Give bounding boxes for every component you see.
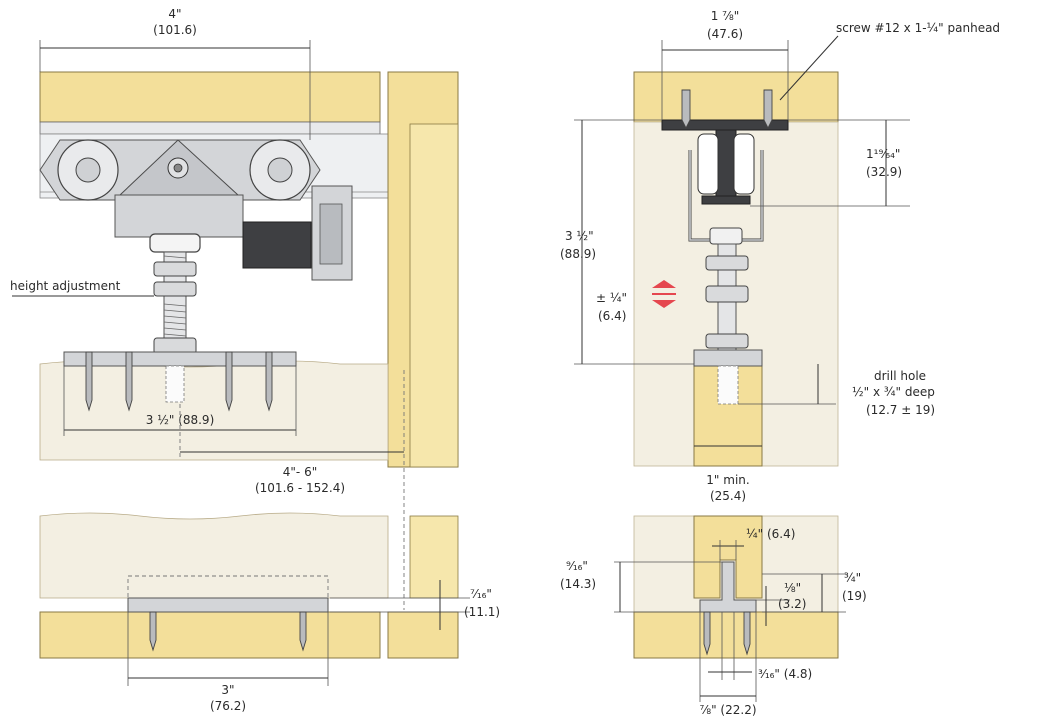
door-bottom-panel bbox=[39, 512, 389, 599]
floor-guide bbox=[127, 597, 329, 613]
side-wheel-right bbox=[733, 133, 755, 195]
top-nut bbox=[149, 233, 201, 253]
stem-width-label: ³⁄₁₆" (4.8) bbox=[758, 667, 812, 681]
adjust-down-arrow bbox=[652, 300, 676, 308]
side-mount-plate bbox=[693, 349, 763, 367]
adjust-range-in: ± ¼" bbox=[596, 291, 627, 305]
offset-in: 4"- 6" bbox=[283, 465, 317, 479]
height-adjustment-label: height adjustment bbox=[10, 279, 121, 293]
slot-width-label: ¼" (6.4) bbox=[746, 527, 795, 541]
top-width-in: 4" bbox=[168, 7, 181, 21]
screw-spec-label: screw #12 x 1-¼" panhead bbox=[836, 21, 1000, 35]
side-floor-board bbox=[633, 611, 839, 659]
bumper-block bbox=[242, 221, 312, 269]
recess-in: ⁷⁄₁₆" bbox=[470, 587, 492, 601]
track-height-mm: (32.9) bbox=[866, 165, 902, 179]
drill-hole-label-2: ½" x ¾" deep bbox=[852, 385, 935, 399]
flange-mm: (3.2) bbox=[778, 597, 806, 611]
floor-board bbox=[39, 611, 381, 659]
side-view: 1 ⅞" (47.6) screw #12 x 1-¼" panhead 1¹⁹… bbox=[560, 9, 1000, 717]
guide-height-mm: (14.3) bbox=[560, 577, 596, 591]
min-door-mm: (25.4) bbox=[710, 489, 746, 503]
base-width-label: ⅞" (22.2) bbox=[699, 703, 756, 717]
adjust-nut bbox=[153, 281, 197, 297]
track-rail-top bbox=[39, 121, 381, 135]
groove-depth-in: ¾" bbox=[844, 571, 861, 585]
min-door-in: 1" min. bbox=[706, 473, 749, 487]
track-height-in: 1¹⁹⁄₆₄" bbox=[866, 147, 900, 161]
side-wheel-left bbox=[697, 133, 719, 195]
track-width-in: 1 ⅞" bbox=[711, 9, 740, 23]
recess-mm: (11.1) bbox=[464, 605, 500, 619]
header-beam bbox=[39, 71, 381, 123]
total-height-in: 3 ½" bbox=[565, 229, 594, 243]
flange-in: ⅛" bbox=[784, 581, 801, 595]
plate-screws bbox=[85, 351, 273, 412]
guide-height-in: ⁹⁄₁₆" bbox=[566, 559, 588, 573]
guide-width-in: 3" bbox=[221, 683, 234, 697]
offset-mm: (101.6 - 152.4) bbox=[255, 481, 345, 495]
top-width-mm: (101.6) bbox=[153, 23, 197, 37]
front-view: 4" (101.6) height adjustment 3 ½" (88.9)… bbox=[10, 7, 500, 713]
total-height-mm: (88.9) bbox=[560, 247, 596, 261]
groove-depth-mm: (19) bbox=[842, 589, 867, 603]
adjust-range-mm: (6.4) bbox=[598, 309, 626, 323]
adjust-up-arrow bbox=[652, 280, 676, 288]
guide-width-mm: (76.2) bbox=[210, 699, 246, 713]
drill-hole-label-3: (12.7 ± 19) bbox=[866, 403, 935, 417]
track-width-mm: (47.6) bbox=[707, 27, 743, 41]
mounting-plate bbox=[63, 351, 297, 367]
carriage-block bbox=[114, 194, 244, 238]
drill-hole-label-1: drill hole bbox=[874, 369, 926, 383]
side-header-beam bbox=[633, 71, 839, 123]
